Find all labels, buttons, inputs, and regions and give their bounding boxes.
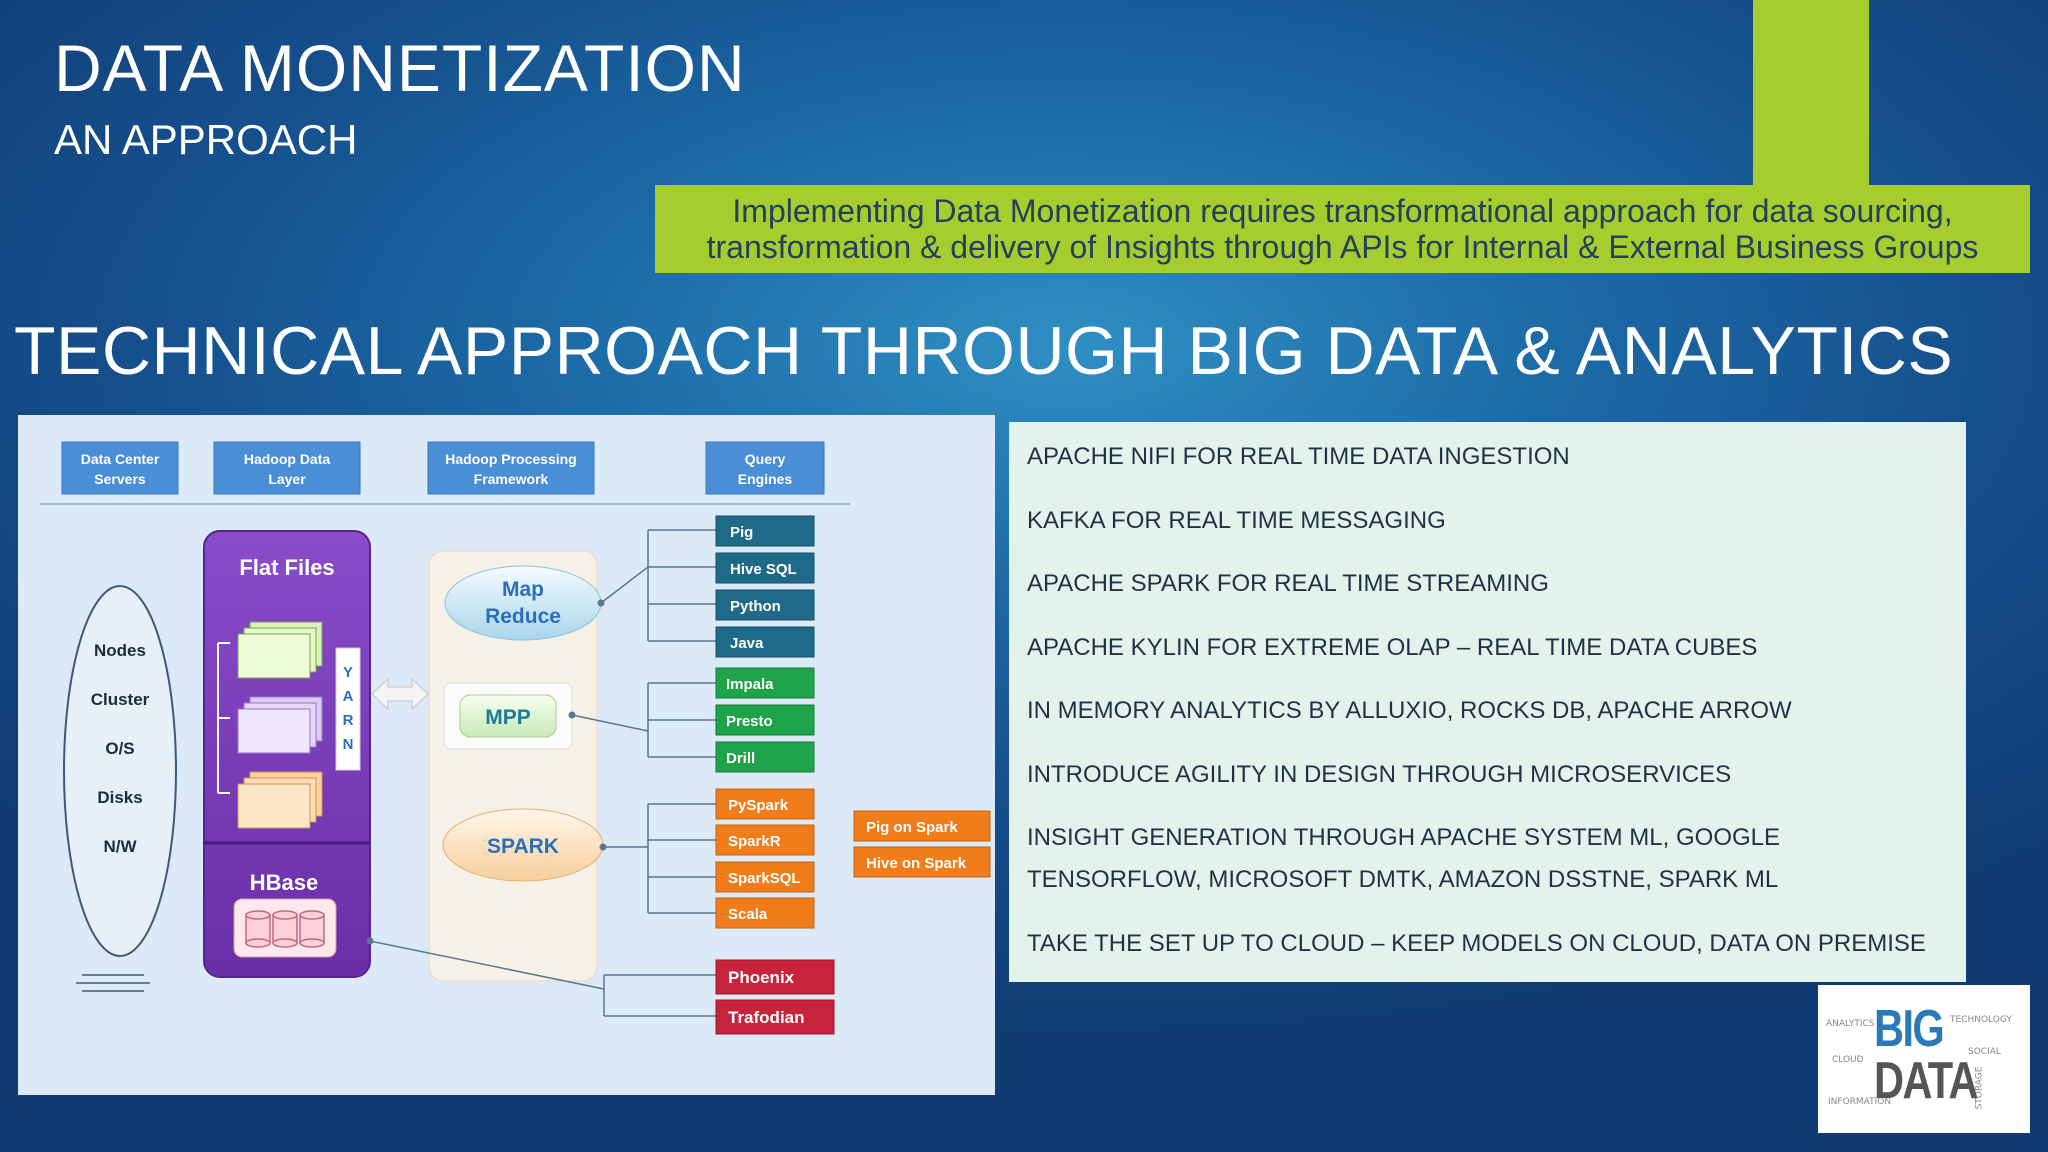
server-item-cluster: Cluster [91, 690, 150, 709]
engine-trafodian: Trafodian [715, 999, 835, 1035]
engine-label: SparkR [728, 833, 781, 850]
engine-impala: Impala [715, 667, 815, 699]
logo-data-text: DATA [1874, 1052, 1979, 1110]
engine-pig: Pig [715, 515, 815, 547]
list-item: INSIGHT GENERATION THROUGH APACHE SYSTEM… [1027, 824, 1781, 893]
engine-hive-on-spark: Hive on Spark [853, 846, 991, 878]
engine-label: Hive on Spark [866, 855, 967, 872]
engine-label: Pig on Spark [866, 819, 958, 836]
list-item: TAKE THE SET UP TO CLOUD – KEEP MODELS O… [1027, 929, 1926, 957]
list-item: IN MEMORY ANALYTICS BY ALLUXIO, ROCKS DB… [1027, 697, 1792, 724]
big-data-logo: ANALYTICS STORAGE TECHNOLOGY INFORMATION… [1818, 985, 2030, 1133]
logo-word: CLOUD [1832, 1055, 1864, 1065]
header-hadoop-data-layer: Hadoop Data Layer [213, 441, 361, 495]
logo-word: TECHNOLOGY [1950, 1015, 2012, 1025]
engine-label: Drill [726, 750, 755, 767]
engine-scala: Scala [715, 897, 815, 929]
engine-label: Presto [726, 713, 773, 730]
header-data-center: Data Center Servers [61, 441, 179, 495]
list-item: KAFKA FOR REAL TIME MESSAGING [1027, 506, 1446, 534]
accent-tab [1753, 0, 1869, 190]
engine-label: PySpark [728, 797, 789, 814]
yarn-letter: N [343, 736, 354, 753]
engine-python: Python [715, 589, 815, 621]
server-item-nodes: Nodes [94, 641, 146, 660]
connector-dot [597, 599, 605, 607]
list-item: APACHE NIFI FOR REAL TIME DATA INGESTION [1027, 443, 1570, 470]
server-item-os: O/S [105, 739, 134, 758]
flat-file-stack-orange [237, 771, 323, 829]
banner-line-2: transformation & delivery of Insights th… [706, 229, 1979, 265]
engine-java: Java [715, 626, 815, 658]
map-reduce-label: Reduce [485, 605, 561, 628]
yarn-letter: R [343, 712, 354, 729]
slide-title: DATA MONETIZATION [54, 31, 746, 105]
double-arrow-icon [371, 677, 429, 711]
engine-label: Impala [726, 676, 774, 693]
header-query-engines: Query Engines [705, 441, 825, 495]
header-label: Layer [268, 471, 306, 487]
connector-dot [366, 937, 374, 945]
header-label: Hadoop Processing [445, 451, 576, 467]
yarn-letter: Y [343, 664, 353, 681]
server-item-disks: Disks [97, 788, 142, 807]
summary-banner: Implementing Data Monetization requires … [655, 185, 2030, 273]
mpp-label: MPP [485, 706, 531, 729]
yarn-bar [335, 647, 361, 771]
logo-big-text: BIG [1874, 1000, 1945, 1058]
list-item: APACHE KYLIN FOR EXTREME OLAP – REAL TIM… [1027, 633, 1758, 661]
header-hadoop-processing: Hadoop Processing Framework [427, 441, 595, 495]
header-label: Data Center [81, 451, 160, 467]
flat-files-label: Flat Files [239, 555, 334, 580]
engine-hive-sql: Hive SQL [715, 552, 815, 584]
section-title: TECHNICAL APPROACH THROUGH BIG DATA & AN… [14, 313, 1954, 389]
engine-label: Scala [728, 906, 768, 923]
engine-label: Trafodian [728, 1008, 805, 1027]
list-item: INTRODUCE AGILITY IN DESIGN THROUGH MICR… [1027, 760, 1732, 788]
header-label: Query [745, 451, 786, 467]
technology-list: APACHE NIFI FOR REAL TIME DATA INGESTION… [1009, 422, 1966, 982]
flat-file-stack-purple [237, 696, 323, 754]
header-label: Servers [94, 471, 146, 487]
engine-label: Phoenix [728, 968, 795, 987]
engine-sparkr: SparkR [715, 824, 815, 856]
flat-file-stack-green [237, 621, 323, 679]
engine-label: Pig [730, 524, 753, 541]
hadoop-architecture-diagram: Data Center Servers Hadoop Data Layer Ha… [18, 415, 995, 1095]
engine-label: SparkSQL [728, 870, 801, 887]
servers-ellipse [63, 585, 177, 957]
mpp-bubble [459, 694, 557, 738]
header-label: Hadoop Data [244, 451, 331, 467]
header-label: Framework [474, 471, 549, 487]
banner-line-1: Implementing Data Monetization requires … [732, 193, 1953, 229]
logo-word: SOCIAL [1968, 1047, 2001, 1057]
logo-word: ANALYTICS [1826, 1019, 1875, 1029]
connector-dot [599, 843, 607, 851]
hbase-label: HBase [250, 870, 318, 895]
engine-label: Python [730, 598, 781, 615]
engine-pyspark: PySpark [715, 788, 815, 820]
engine-pig-on-spark: Pig on Spark [853, 810, 991, 842]
engine-label: Hive SQL [730, 561, 797, 578]
logo-word: INFORMATION [1828, 1097, 1892, 1107]
engine-phoenix: Phoenix [715, 959, 835, 995]
slide-subtitle: AN APPROACH [54, 116, 358, 163]
yarn-letter: A [343, 688, 354, 705]
engine-drill: Drill [715, 741, 815, 773]
spark-label: SPARK [487, 835, 559, 858]
header-label: Engines [738, 471, 793, 487]
connector-dot [568, 711, 576, 719]
database-icon [245, 910, 325, 948]
connector-lines [369, 529, 716, 1017]
list-item: APACHE SPARK FOR REAL TIME STREAMING [1027, 570, 1549, 597]
engine-label: Java [730, 635, 764, 652]
server-item-nw: N/W [103, 837, 137, 856]
engine-presto: Presto [715, 704, 815, 736]
diagram-canvas: Data Center Servers Hadoop Data Layer Ha… [40, 441, 991, 1035]
engine-sparksql: SparkSQL [715, 861, 815, 893]
map-reduce-label: Map [502, 578, 544, 601]
